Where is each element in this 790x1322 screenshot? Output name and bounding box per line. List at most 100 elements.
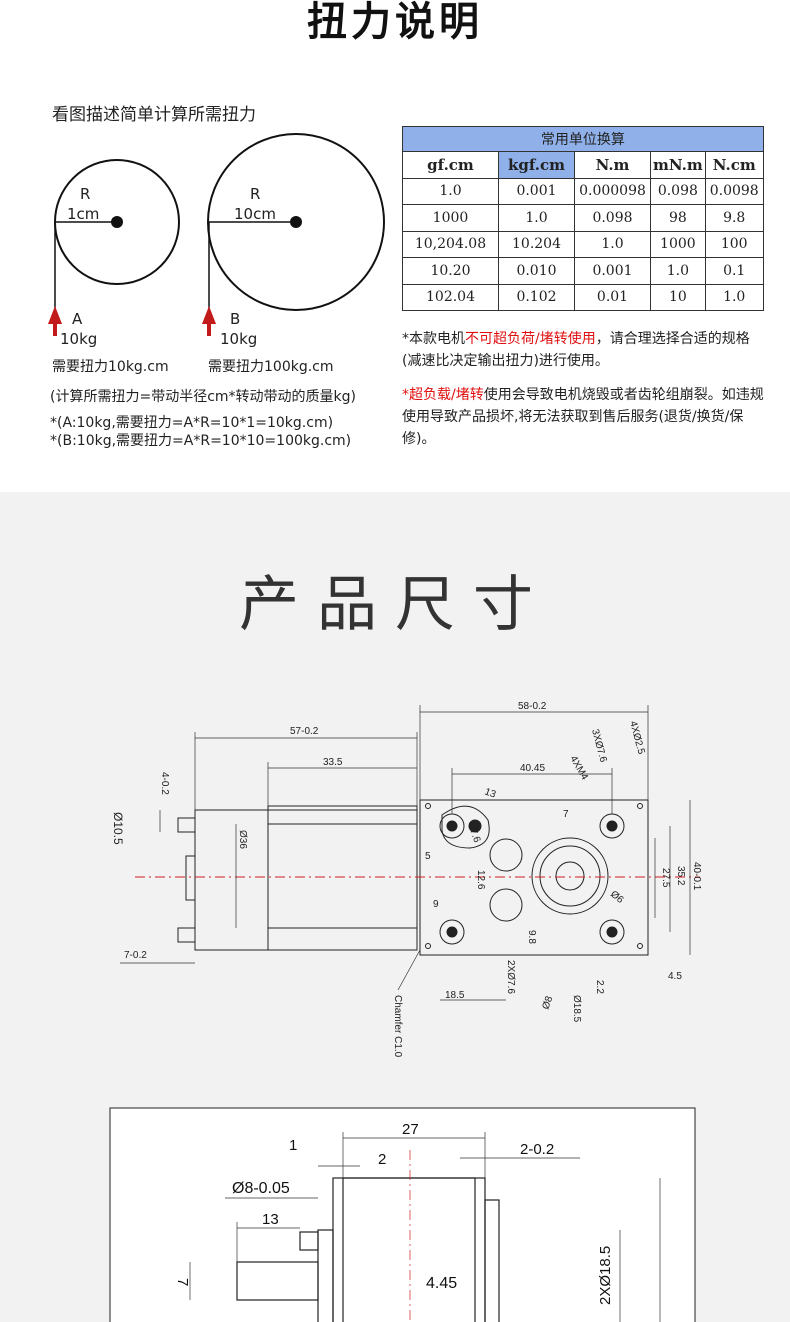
dim-7-0-2: 7-0.2 (124, 950, 147, 961)
dim-d10-5: Ø10.5 (111, 812, 125, 845)
dim-9-8: 9.8 (526, 930, 537, 944)
size-title: 产品尺寸 (239, 570, 551, 640)
dim-57: 57-0.2 (290, 726, 319, 737)
side-dim-2: 2 (378, 1151, 386, 1168)
terminal-top (177, 817, 196, 833)
output-shaft (555, 861, 585, 891)
side-view-frame (109, 1107, 696, 1322)
table-cell: 1.0 (402, 177, 499, 205)
dim-d36: Ø36 (237, 830, 248, 849)
note2-text: 使用会导致电机烧毁或者齿轮组崩裂。如违规使用导致产品损坏,将无法获取到售后服务(… (402, 387, 764, 447)
dim-58: 58-0.2 (518, 701, 547, 712)
left-need: 需要扭力10kg.cm (52, 359, 169, 375)
col-nm: N.m (574, 151, 651, 179)
table-cell: 0.098 (574, 204, 651, 232)
table-cell: 10.204 (498, 230, 575, 258)
right-r-value: 10cm (234, 205, 276, 223)
dim-18-5: 18.5 (445, 990, 465, 1001)
side-dim-1: 1 (289, 1137, 297, 1154)
dim-35-2: 35.2 (675, 866, 686, 886)
right-r-letter: R (250, 185, 261, 203)
table-cell: 0.001 (498, 177, 575, 205)
dim-27-5: 27.5 (660, 868, 671, 888)
right-arrow-letter: B (230, 310, 241, 328)
formula-a: *(A:10kg,需要扭力=A*R=10*1=10kg.cm) (50, 415, 334, 431)
dim-chamfer: Chamfer C1.0 (392, 995, 403, 1058)
table-cell: 0.000098 (574, 177, 651, 205)
dim-2-2: 2.2 (594, 980, 605, 994)
note1-warning: 不可超负荷/堵转使用 (465, 331, 596, 347)
formula-b: *(B:10kg,需要扭力=A*R=10*10=100kg.cm) (50, 433, 352, 449)
col-ncm: N.cm (704, 151, 764, 179)
table-cell: 0.102 (498, 283, 575, 311)
side-dim-2-0-2: 2-0.2 (520, 1141, 554, 1158)
torque-section: 扭力说明 看图描述简单计算所需扭力 R 1cm A 10kg 需要扭力10kg.… (0, 0, 790, 492)
dim-4x2-5: 4XØ2.5 (627, 720, 647, 756)
col-gfcm: gf.cm (402, 151, 499, 179)
table-cell: 0.0098 (704, 177, 764, 205)
torque-diagram (48, 133, 385, 336)
dim-4-5: 4.5 (668, 971, 682, 982)
col-mnm: mN.m (650, 151, 706, 179)
col-kgfcm: kgf.cm (498, 151, 575, 179)
side-output-shaft (236, 1261, 319, 1301)
dim-5: 5 (425, 851, 431, 862)
torque-subtitle: 看图描述简单计算所需扭力 (52, 105, 256, 125)
dim-13: 13 (483, 786, 498, 800)
dim-2x7-6: 2XØ7.6 (505, 960, 516, 994)
dim-12-6: 12.6 (475, 870, 486, 890)
table-cell: 0.1 (704, 257, 764, 285)
note1-suffix: ，请合理选择合适的规格(减速比决定输出扭力)进行使用。 (402, 331, 750, 369)
output-shaft-boss (531, 837, 609, 915)
side-dim-d8: Ø8-0.05 (232, 1180, 290, 1197)
side-dim-27: 27 (402, 1121, 419, 1138)
table-cell: 98 (650, 204, 706, 232)
table-cell: 9.8 (704, 204, 764, 232)
dim-40-45: 40.45 (520, 763, 545, 774)
dim-7-6: 7.6 (467, 827, 482, 844)
table-cell: 1.0 (498, 204, 575, 232)
dim-7: 7 (563, 809, 569, 820)
side-dim-4-45: 4.45 (426, 1275, 457, 1292)
side-dim-13: 13 (262, 1211, 279, 1228)
left-arrow-letter: A (72, 310, 83, 328)
dim-9: 9 (433, 899, 439, 910)
left-mass: 10kg (60, 330, 98, 348)
note1-prefix: *本款电机 (402, 331, 465, 347)
formula-main: (计算所需扭力=带动半径cm*转动带动的质量kg) (50, 389, 356, 405)
table-cell: 1000 (402, 204, 499, 232)
left-r-value: 1cm (67, 205, 100, 223)
table-cell: 102.04 (402, 283, 499, 311)
motor-can (194, 809, 418, 951)
torque-title: 扭力说明 (307, 0, 483, 45)
big-wheel (207, 133, 385, 311)
dim-d18-5: Ø18.5 (571, 995, 582, 1023)
side-dim-7: 7 (174, 1278, 191, 1286)
small-hub (111, 216, 123, 228)
big-hub (290, 216, 302, 228)
side-dim-2x18-5: 2XØ18.5 (597, 1246, 614, 1305)
dim-3x7-6: 3XØ7.6 (589, 728, 609, 764)
dim-33-5: 33.5 (323, 757, 343, 768)
table-cell: 10 (650, 283, 706, 311)
dim-d8: Ø8 (540, 994, 555, 1011)
note2-warning: *超负载/堵转 (402, 387, 484, 403)
arrow-a-icon (48, 306, 62, 324)
table-cell: 0.001 (574, 257, 651, 285)
dim-d6: Ø6 (608, 889, 626, 906)
arrow-b-icon (202, 306, 216, 324)
table-header: 常用单位换算 (402, 126, 764, 152)
right-need: 需要扭力100kg.cm (208, 359, 334, 375)
table-cell: 0.098 (650, 177, 706, 205)
dim-40-0-1: 40-0.1 (691, 862, 702, 891)
terminal-bottom (177, 927, 196, 943)
table-cell: 1000 (650, 230, 706, 258)
right-mass: 10kg (220, 330, 258, 348)
note-overload: *本款电机不可超负荷/堵转使用，请合理选择合适的规格(减速比决定输出扭力)进行使… (402, 328, 768, 372)
table-cell: 10,204.08 (402, 230, 499, 258)
